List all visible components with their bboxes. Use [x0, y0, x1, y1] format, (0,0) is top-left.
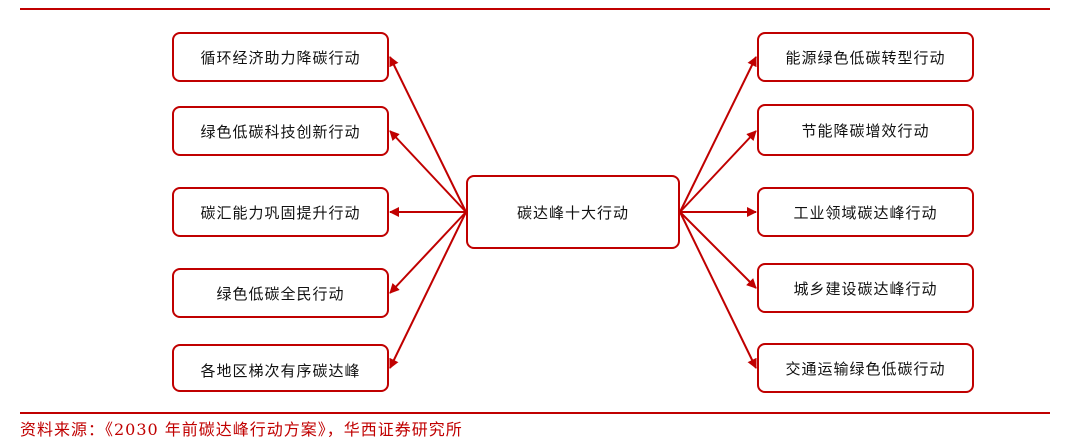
- right-node-5: 交通运输绿色低碳行动: [757, 343, 974, 393]
- right-node-5-label: 交通运输绿色低碳行动: [785, 359, 946, 378]
- right-node-3-label: 工业领域碳达峰行动: [793, 203, 938, 222]
- right-node-1-label: 能源绿色低碳转型行动: [785, 48, 946, 67]
- bottom-rule: [20, 412, 1050, 414]
- left-node-3: 碳汇能力巩固提升行动: [172, 187, 389, 237]
- right-node-4: 城乡建设碳达峰行动: [757, 263, 974, 313]
- left-node-3-label: 碳汇能力巩固提升行动: [200, 203, 361, 222]
- left-node-2: 绿色低碳科技创新行动: [172, 106, 389, 156]
- source-note: 资料来源：《2030 年前碳达峰行动方案》，华西证券研究所: [20, 420, 463, 439]
- left-node-2-label: 绿色低碳科技创新行动: [200, 122, 361, 141]
- center-node-label: 碳达峰十大行动: [516, 203, 629, 222]
- right-node-1: 能源绿色低碳转型行动: [757, 32, 974, 82]
- left-node-5: 各地区梯次有序碳达峰: [172, 344, 389, 392]
- arrow-to-left-2: [389, 130, 467, 213]
- right-node-2: 节能降碳增效行动: [757, 104, 974, 156]
- arrow-to-right-5: [679, 211, 757, 369]
- left-node-4-label: 绿色低碳全民行动: [216, 284, 345, 303]
- left-node-1: 循环经济助力降碳行动: [172, 32, 389, 82]
- left-node-4: 绿色低碳全民行动: [172, 268, 389, 318]
- center-node: 碳达峰十大行动: [466, 175, 680, 249]
- top-rule: [20, 8, 1050, 10]
- right-node-4-label: 城乡建设碳达峰行动: [793, 279, 938, 298]
- right-node-2-label: 节能降碳增效行动: [801, 121, 930, 140]
- left-node-1-label: 循环经济助力降碳行动: [200, 48, 361, 67]
- right-node-3: 工业领域碳达峰行动: [757, 187, 974, 237]
- arrow-to-right-4: [679, 211, 757, 289]
- left-node-5-label: 各地区梯次有序碳达峰: [200, 361, 361, 380]
- arrow-to-right-1: [679, 56, 757, 213]
- arrow-to-left-4: [389, 211, 467, 294]
- arrow-to-right-2: [679, 130, 757, 213]
- arrow-to-left-1: [389, 56, 467, 213]
- arrow-to-left-5: [389, 211, 467, 369]
